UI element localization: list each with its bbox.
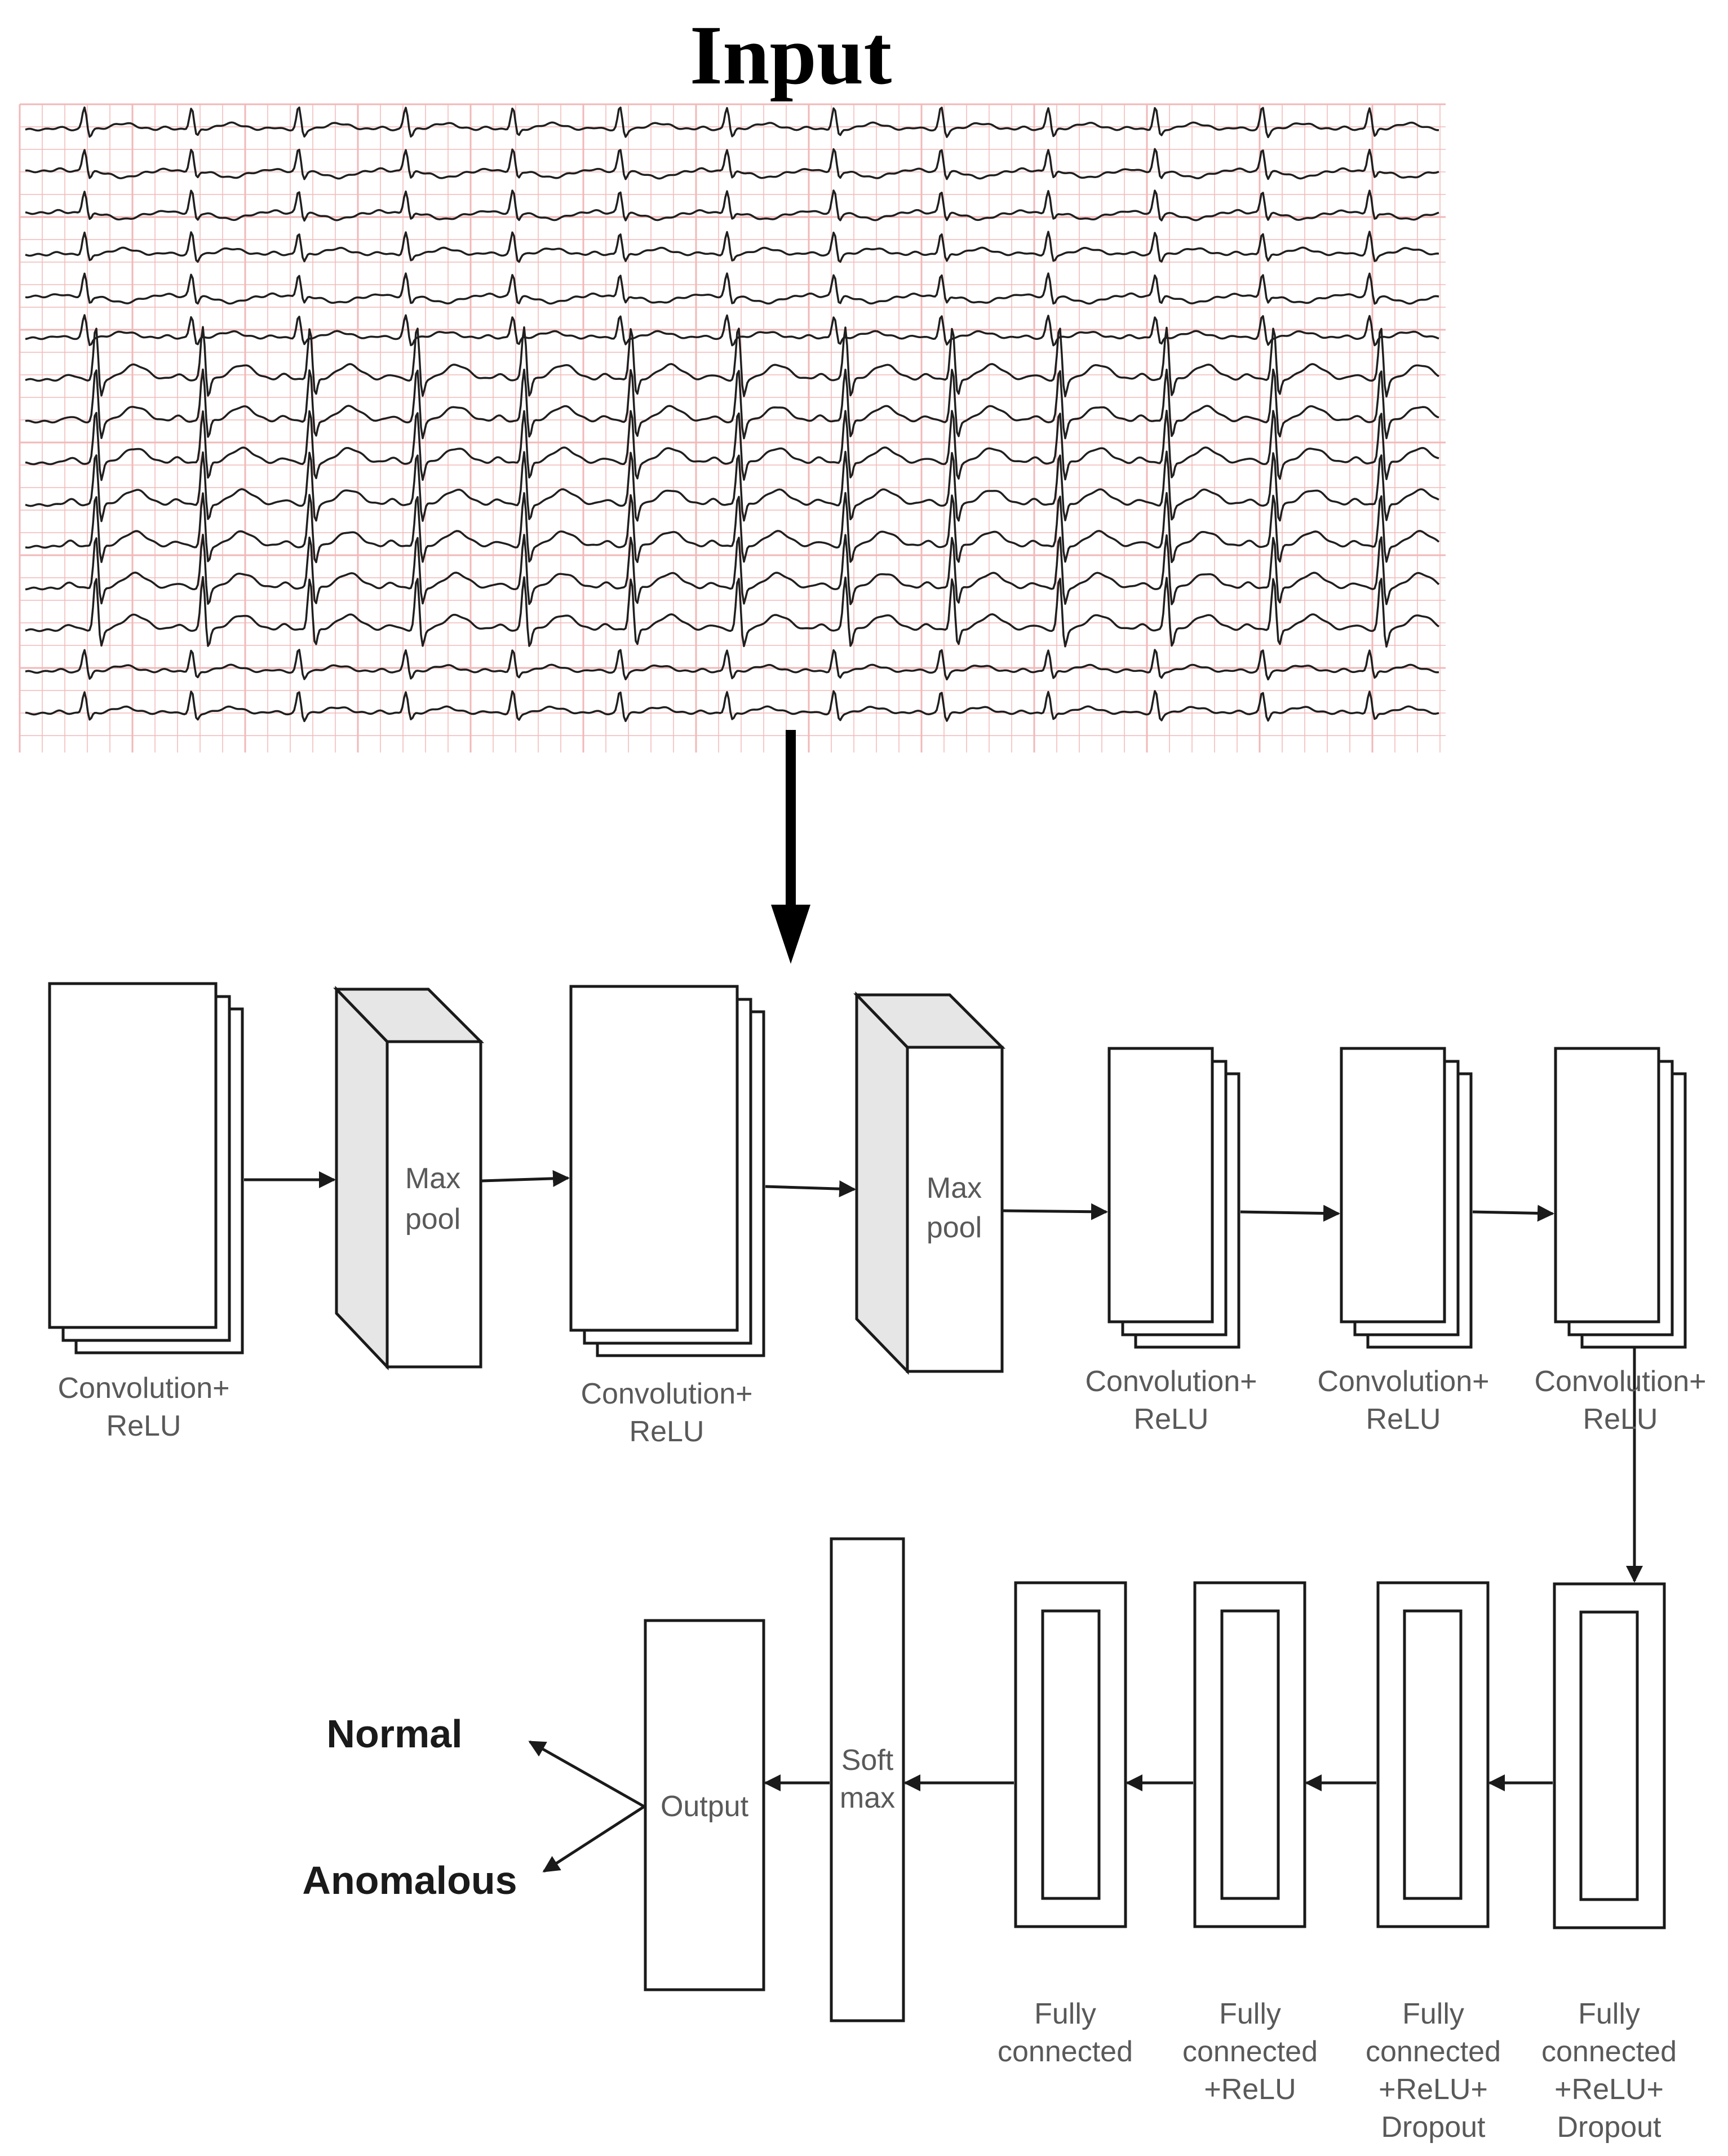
layer-label-line: connected: [1541, 2035, 1677, 2068]
fc-block-2: [1376, 1581, 1490, 1928]
ecg-trace: [25, 649, 1439, 681]
layer-label-line: Soft: [841, 1744, 894, 1777]
layer-label-line: +ReLU: [1204, 2073, 1296, 2106]
connector-arrow: [765, 1180, 856, 1198]
ecg-trace: [25, 148, 1439, 180]
ecg-input-image: [19, 103, 1446, 752]
ecg-trace: [25, 326, 1439, 398]
layer-label-line: Dropout: [1557, 2111, 1662, 2144]
ecg-trace: [25, 450, 1439, 523]
layer-label-line: connected: [1366, 2035, 1501, 2068]
ecg-trace: [25, 690, 1439, 723]
softmax-block: [830, 1537, 905, 2022]
layer-label-line: Max: [927, 1172, 982, 1205]
layer-label-line: pool: [405, 1203, 460, 1236]
fc-block-4: [1014, 1581, 1127, 1928]
layer-label-line: Fully: [1219, 1998, 1281, 2030]
connector-arrow: [1472, 1205, 1554, 1222]
layer-label-line: Max: [405, 1162, 460, 1195]
classification-row: Fully connected +ReLU+ Dropout Fully con…: [302, 1537, 1677, 2144]
connector-arrow: [1003, 1203, 1108, 1220]
layer-label-line: connected: [998, 2035, 1133, 2068]
layer-label-line: Convolution+: [58, 1372, 230, 1405]
ecg-trace: [25, 492, 1440, 564]
maxpool-block-2: [853, 991, 1006, 1375]
connector-arrow: [1240, 1205, 1340, 1222]
layer-label-line: max: [840, 1782, 895, 1814]
ecg-trace: [25, 575, 1440, 648]
input-title: Input: [690, 8, 892, 102]
ecg-trace: [25, 368, 1439, 440]
ecg-trace: [25, 533, 1440, 605]
class-arrow-normal: [528, 1740, 645, 1808]
ecg-trace: [25, 106, 1439, 139]
ecg-trace: [25, 314, 1439, 347]
layer-label-line: ReLU: [1583, 1403, 1658, 1436]
conv-block-3: [1107, 1047, 1240, 1349]
ecg-trace: [25, 231, 1439, 263]
layer-label-line: ReLU: [107, 1410, 181, 1442]
layer-label-line: +ReLU+: [1379, 2073, 1488, 2106]
layer-label-line: ReLU: [1366, 1403, 1441, 1436]
layer-label-line: Output: [661, 1790, 749, 1823]
conv-block-1: [48, 982, 244, 1354]
ecg-trace: [25, 409, 1439, 481]
ecg-trace: [25, 272, 1439, 305]
layer-label-line: ReLU: [630, 1415, 705, 1448]
layer-label-line: Fully: [1578, 1998, 1640, 2030]
input-arrow: [771, 730, 810, 964]
layer-label-line: Fully: [1034, 1998, 1096, 2030]
layer-label-line: ReLU: [1134, 1403, 1209, 1436]
layer-label-line: Dropout: [1381, 2111, 1486, 2144]
conv-block-5: [1554, 1047, 1687, 1349]
class-label-anomalous: Anomalous: [302, 1858, 517, 1902]
layer-label-line: Convolution+: [1085, 1365, 1257, 1398]
ecg-trace: [25, 189, 1439, 222]
layer-label-line: Fully: [1402, 1998, 1464, 2030]
connector-arrow: [481, 1170, 570, 1187]
layer-label-line: +ReLU+: [1554, 2073, 1664, 2106]
maxpool-block-1: [333, 985, 485, 1371]
conv-block-2: [569, 985, 765, 1357]
class-label-normal: Normal: [326, 1712, 462, 1756]
conv-block-4: [1340, 1047, 1473, 1349]
layer-label-line: connected: [1182, 2035, 1318, 2068]
fc-block-1: [1553, 1582, 1666, 1929]
layer-label-line: Convolution+: [1535, 1365, 1707, 1398]
fc-block-3: [1193, 1581, 1306, 1928]
layer-label-line: Convolution+: [581, 1378, 753, 1410]
feature-extraction-row: Convolution+ ReLU Max pool Convolution+ …: [48, 982, 1707, 1583]
layer-label-line: Convolution+: [1318, 1365, 1490, 1398]
output-block: [644, 1619, 765, 1991]
class-arrow-anomalous: [542, 1805, 645, 1873]
layer-label-line: pool: [927, 1211, 982, 1244]
